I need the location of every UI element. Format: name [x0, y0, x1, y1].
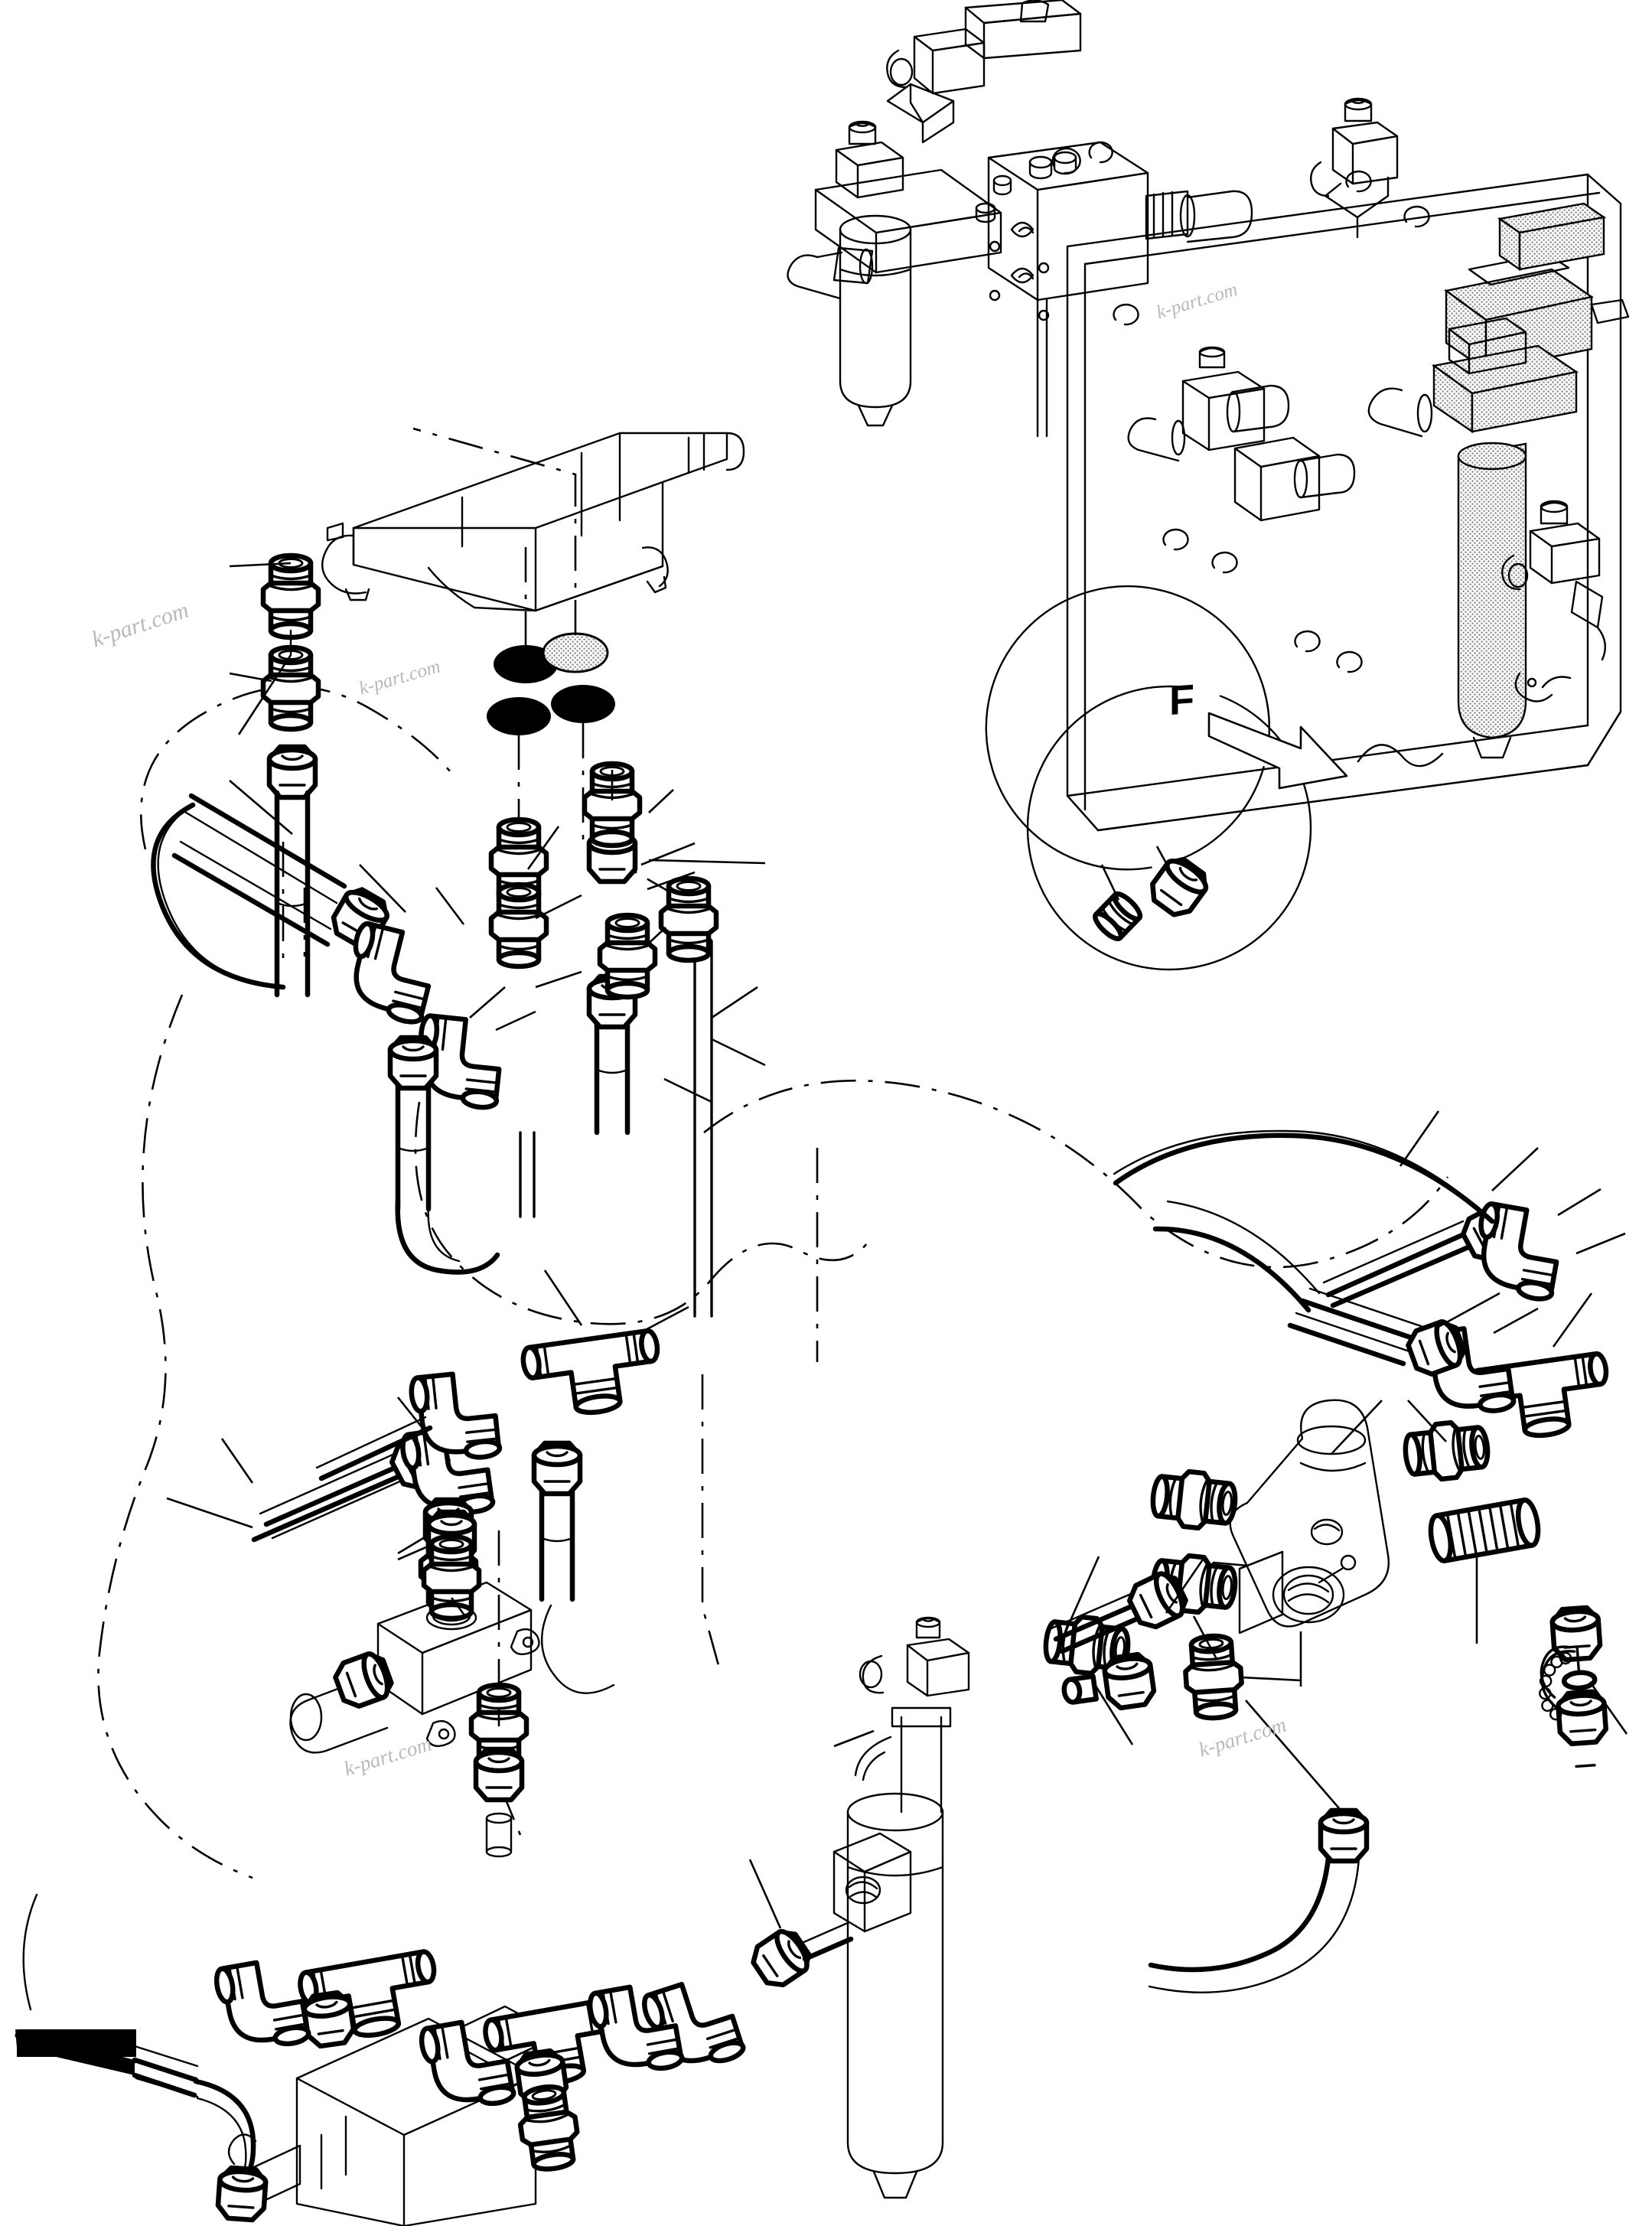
port-2	[487, 697, 551, 735]
left-fitting-stack	[151, 556, 536, 1275]
upper-left-valve-body	[321, 427, 745, 911]
mid-scatter-fittings	[519, 878, 766, 1218]
port-1	[494, 645, 558, 683]
lower-right-pump-housing	[1044, 1110, 1628, 1994]
shaded-filter-column	[1367, 317, 1607, 759]
center-fitting-column	[491, 764, 766, 1318]
center-tee-group	[166, 1269, 689, 1694]
upper-right-manifold-panel	[787, 0, 1630, 832]
port-4	[542, 632, 609, 673]
view-direction-arrow	[1207, 712, 1348, 790]
port-3	[551, 685, 615, 723]
center-junction-block	[289, 1512, 540, 1858]
detail-circle	[985, 585, 1312, 971]
lower-left-tee-manifold	[15, 1893, 683, 2226]
lower-center-filter	[641, 1616, 970, 2199]
view-marker-label: F	[1169, 676, 1194, 725]
centerline-paths	[97, 686, 1449, 1879]
